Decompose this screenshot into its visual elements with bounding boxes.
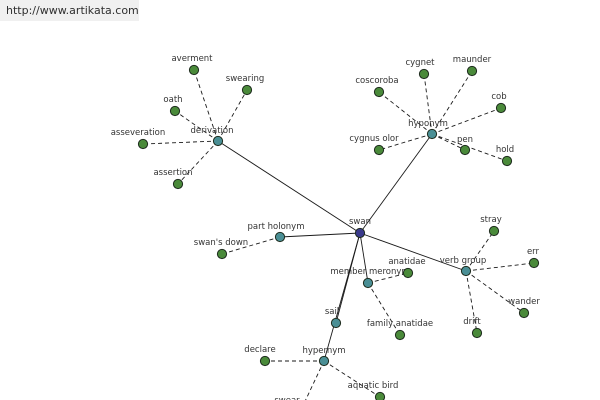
term-asseveration-label: asseveration — [111, 128, 166, 138]
edge-derivation-to-averment — [193, 69, 219, 142]
edge-hypernym-to-aquatic-bird — [323, 360, 381, 398]
term-oath-label: oath — [163, 95, 182, 105]
term-family-anatidae-node[interactable] — [394, 329, 406, 341]
edge-hyponym-to-coscoroba — [378, 91, 433, 135]
relation-hypernym-label: hypernym — [302, 346, 345, 356]
relation-sail-node[interactable] — [330, 317, 342, 329]
term-err-label: err — [527, 247, 540, 257]
relation-verb-group-node[interactable] — [460, 265, 472, 277]
term-averment-node[interactable] — [188, 64, 200, 76]
term-maunder-label: maunder — [453, 55, 492, 65]
term-coscoroba-node[interactable] — [373, 86, 385, 98]
edge-verb-group-to-wander — [465, 270, 525, 314]
term-coscoroba-label: coscoroba — [355, 76, 398, 86]
edge-verb-group-to-drift — [465, 270, 478, 334]
relation-part-holonym-label: part holonym — [248, 222, 305, 232]
edge-member-meronym-to-anatidae — [367, 272, 409, 284]
relation-member-meronym-node[interactable] — [362, 277, 374, 289]
term-cob-label: cob — [491, 92, 506, 102]
graph-edges — [142, 69, 535, 400]
site-url-link[interactable]: http://www.artikata.com — [6, 4, 139, 17]
edge-verb-group-to-stray — [465, 230, 495, 272]
term-cygnus-olor-label: cygnus olor — [349, 134, 399, 144]
edge-hyponym-to-maunder — [431, 70, 473, 135]
term-aquatic-bird-node[interactable] — [374, 391, 386, 400]
term-swearing-node[interactable] — [241, 84, 253, 96]
term-cygnus-olor-node[interactable] — [373, 144, 385, 156]
edge-hyponym-to-hold — [431, 133, 508, 162]
term-cob-node[interactable] — [495, 102, 507, 114]
relation-part-holonym-node[interactable] — [274, 231, 286, 243]
term-averment-label: averment — [171, 54, 213, 64]
relation-derivation-node[interactable] — [212, 135, 224, 147]
root-swan-node[interactable] — [354, 227, 366, 239]
term-swearing-label: swearing — [226, 74, 264, 84]
term-swan-s-down-node[interactable] — [216, 248, 228, 260]
term-cygnet-node[interactable] — [418, 68, 430, 80]
edge-verb-group-to-err — [465, 262, 535, 272]
edge-swan-to-derivation — [217, 140, 361, 234]
edge-swan-to-hypernym — [323, 232, 361, 362]
term-family-anatidae-label: family anatidae — [367, 319, 433, 329]
term-anatidae-label: anatidae — [388, 257, 425, 267]
relation-derivation-label: derivation — [190, 126, 233, 136]
term-swan-s-down-label: swan's down — [194, 238, 248, 248]
edge-swan-to-part-holonym — [279, 232, 361, 238]
term-assertion-node[interactable] — [172, 178, 184, 190]
edge-swan-to-member-meronym — [359, 232, 369, 284]
term-drift-label: drift — [463, 317, 481, 327]
term-asseveration-node[interactable] — [137, 138, 149, 150]
term-hold-node[interactable] — [501, 155, 513, 167]
term-err-node[interactable] — [528, 257, 540, 269]
term-drift-node[interactable] — [471, 327, 483, 339]
term-stray-node[interactable] — [488, 225, 500, 237]
term-declare-label: declare — [244, 345, 275, 355]
edge-hyponym-to-cob — [431, 107, 502, 135]
term-swear-label: swear — [274, 396, 300, 400]
graph-nodes: swanderivationavermentswearingoathasseve… — [111, 54, 540, 400]
relation-hypernym-node[interactable] — [318, 355, 330, 367]
term-hold-label: hold — [496, 145, 514, 155]
edge-derivation-to-swearing — [217, 89, 248, 142]
term-oath-node[interactable] — [169, 105, 181, 117]
edge-swan-to-hyponym — [359, 133, 433, 234]
edge-hyponym-to-pen — [431, 133, 466, 151]
edge-member-meronym-to-family-anatidae — [367, 282, 401, 336]
term-cygnet-label: cygnet — [405, 58, 435, 68]
term-wander-node[interactable] — [518, 307, 530, 319]
edge-derivation-to-asseveration — [142, 140, 219, 145]
edge-hyponym-to-cygnet — [423, 73, 433, 135]
term-assertion-label: assertion — [153, 168, 192, 178]
edge-derivation-to-assertion — [177, 140, 219, 185]
term-stray-label: stray — [480, 215, 502, 225]
term-maunder-node[interactable] — [466, 65, 478, 77]
term-aquatic-bird-label: aquatic bird — [348, 381, 399, 391]
relation-hyponym-node[interactable] — [426, 128, 438, 140]
edge-swan-to-verb-group — [359, 232, 467, 272]
edge-hypernym-to-swear — [305, 360, 325, 400]
term-declare-node[interactable] — [259, 355, 271, 367]
edge-derivation-to-oath — [174, 110, 219, 142]
edge-hyponym-to-cygnus-olor — [378, 133, 433, 151]
term-pen-node[interactable] — [459, 144, 471, 156]
site-banner: http://www.artikata.com — [0, 0, 139, 21]
term-anatidae-node[interactable] — [402, 267, 414, 279]
relation-hyponym-label: hyponym — [408, 119, 448, 129]
edge-part-holonym-to-swan-s-down — [221, 236, 281, 255]
